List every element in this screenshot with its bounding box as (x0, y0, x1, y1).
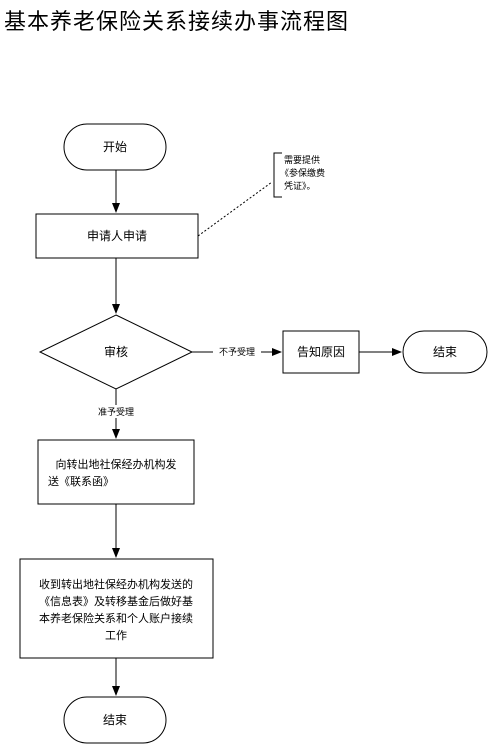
notify-node: 告知原因 (282, 330, 360, 374)
annotation-line-2: 《参保缴费 (280, 167, 325, 179)
end-right-label: 结束 (433, 345, 457, 359)
apply-node: 申请人申请 (35, 213, 199, 259)
annotation: 需要提供 《参保缴费 凭证》。 (273, 152, 325, 198)
annotation-bracket (273, 152, 282, 198)
receive-line-3: 本养老保险关系和个人账户接续 (39, 611, 193, 625)
send-line-2: 送《联系函》 (48, 474, 114, 488)
annotation-connector (197, 181, 273, 237)
receive-node: 收到转出地社保经办机构发送的 《信息表》及转移基金后做好基 本养老保险关系和个人… (19, 558, 214, 659)
annotation-line-3: 凭证》。 (284, 180, 316, 192)
send-node: 向转出地社保经办机构发 送《联系函》 (37, 439, 195, 505)
receive-line-4: 工作 (105, 629, 127, 642)
page-title: 基本养老保险关系接续办事流程图 (4, 10, 350, 35)
send-line-1: 向转出地社保经办机构发 (56, 457, 177, 471)
reject-label-bg (213, 345, 261, 358)
accept-label-bg (88, 405, 144, 418)
reject-label: 不予受理 (219, 346, 255, 358)
apply-label: 申请人申请 (87, 229, 147, 243)
notify-label: 告知原因 (297, 345, 345, 359)
end-node-right: 结束 (402, 330, 488, 374)
receive-line-2: 《信息表》及转移基金后做好基 (39, 594, 193, 608)
end-node-bottom: 结束 (63, 696, 167, 744)
review-node: 审核 (38, 314, 194, 390)
start-node: 开始 (63, 123, 167, 171)
accept-label: 准予受理 (98, 406, 134, 418)
annotation-line-1: 需要提供 (284, 154, 320, 166)
review-label: 审核 (104, 344, 128, 359)
end-bottom-label: 结束 (103, 713, 127, 727)
start-label: 开始 (103, 140, 127, 154)
receive-line-1: 收到转出地社保经办机构发送的 (39, 577, 193, 591)
